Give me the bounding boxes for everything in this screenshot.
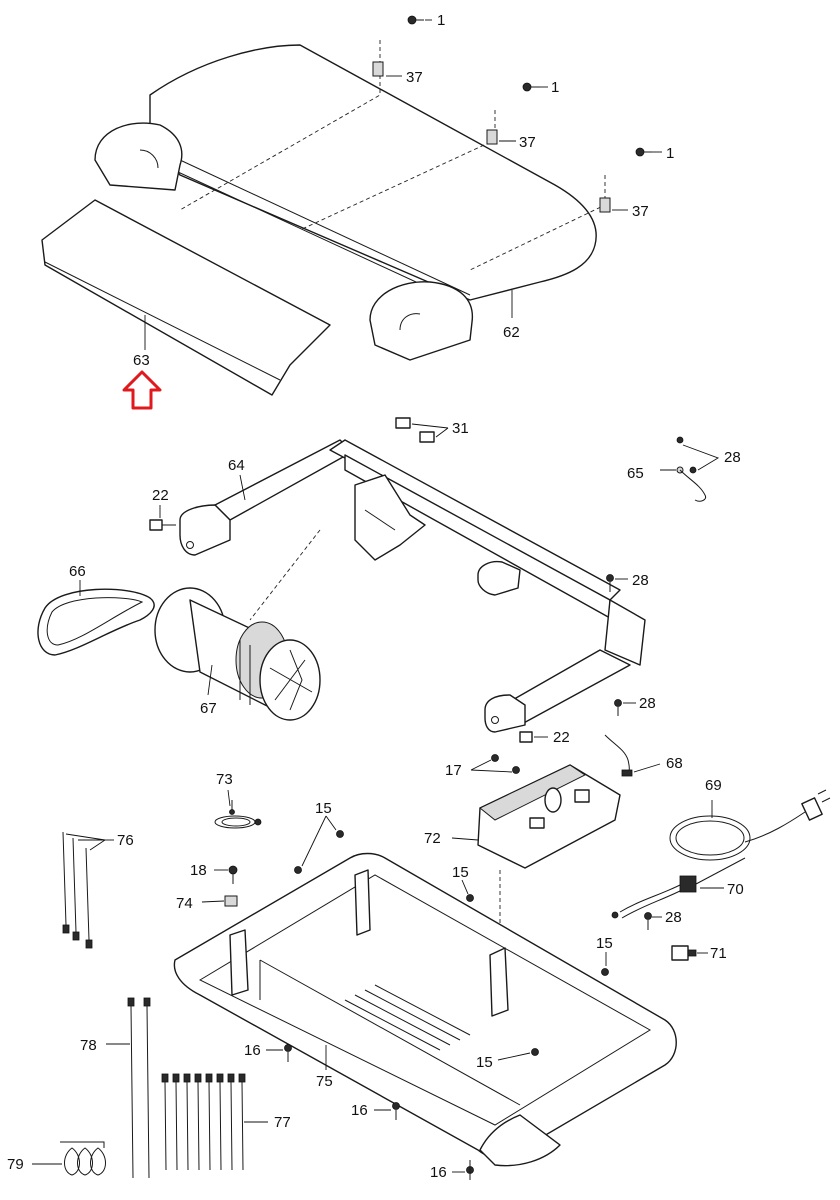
circuit-breaker-71 xyxy=(671,945,708,961)
part-label-64: 64 xyxy=(228,457,245,474)
part-label-74: 74 xyxy=(176,895,193,912)
screw-15-top xyxy=(294,815,344,874)
part-label-70: 70 xyxy=(727,881,744,898)
part-label-17: 17 xyxy=(445,762,462,779)
screw-15-board xyxy=(461,879,474,902)
part-label-1: 1 xyxy=(551,79,559,96)
reed-switch-68 xyxy=(604,734,661,777)
part-label-37: 37 xyxy=(632,203,649,220)
part-label-73: 73 xyxy=(216,771,233,788)
part-label-67: 67 xyxy=(200,700,217,717)
part-label-15: 15 xyxy=(315,800,332,817)
upright-frame-64 xyxy=(179,439,646,733)
bolt-22-left xyxy=(149,505,176,531)
screw-16-bottom xyxy=(452,1160,474,1180)
part-label-15: 15 xyxy=(596,935,613,952)
part-label-22: 22 xyxy=(553,729,570,746)
part-label-18: 18 xyxy=(190,862,207,879)
part-label-28: 28 xyxy=(665,909,682,926)
bolt-22-right xyxy=(519,731,548,743)
part-label-15: 15 xyxy=(452,864,469,881)
screw-1-top xyxy=(407,15,432,25)
part-label-72: 72 xyxy=(424,830,441,847)
base-shroud-75 xyxy=(173,852,677,1167)
screw-1-mid xyxy=(522,82,548,92)
screw-16-mid xyxy=(374,1102,400,1120)
part-label-22: 22 xyxy=(152,487,169,504)
screw-1-right xyxy=(635,147,662,157)
part-label-76: 76 xyxy=(117,832,134,849)
leader-67 xyxy=(207,664,213,696)
part-label-68: 68 xyxy=(666,755,683,772)
clip-37-top xyxy=(372,61,402,77)
part-label-79: 79 xyxy=(7,1156,24,1173)
front-plate-63 xyxy=(41,199,331,396)
part-label-62: 62 xyxy=(503,324,520,341)
screw-28-harness xyxy=(644,912,662,930)
ground-wire-65 xyxy=(660,436,720,502)
part-label-63: 63 xyxy=(133,352,150,369)
cable-ties-76 xyxy=(62,831,114,949)
red-up-arrow-icon xyxy=(122,370,162,410)
screw-18 xyxy=(214,865,238,884)
leader-64 xyxy=(239,474,246,501)
screw-15-inner xyxy=(497,1048,539,1061)
part-label-16: 16 xyxy=(244,1042,261,1059)
screws-17 xyxy=(470,754,520,774)
part-label-28: 28 xyxy=(724,449,741,466)
grommet-74 xyxy=(201,895,238,907)
screw-16-left xyxy=(266,1044,292,1062)
part-label-1: 1 xyxy=(437,12,445,29)
part-label-69: 69 xyxy=(705,777,722,794)
part-label-31: 31 xyxy=(452,420,469,437)
part-label-37: 37 xyxy=(406,69,423,86)
sensor-cable-73 xyxy=(214,800,262,829)
cable-ties-77 xyxy=(161,1073,268,1171)
clip-37-mid xyxy=(486,129,516,145)
part-label-15: 15 xyxy=(476,1054,493,1071)
drive-belt-66 xyxy=(37,588,155,656)
part-label-16: 16 xyxy=(430,1164,447,1181)
leader-73 xyxy=(227,789,231,807)
clip-37-right xyxy=(599,197,628,213)
bolt-31-pair xyxy=(395,417,449,443)
part-number-labels: 1 37 1 37 1 37 62 63 31 28 65 64 22 66 6… xyxy=(7,12,744,1181)
long-cable-ties-78 xyxy=(106,997,151,1179)
drive-motor-67 xyxy=(154,587,321,721)
controller-board-72 xyxy=(451,764,621,1100)
part-label-66: 66 xyxy=(69,563,86,580)
screw-28-reed xyxy=(614,699,636,716)
power-cord-69 xyxy=(669,789,831,861)
part-label-75: 75 xyxy=(316,1073,333,1090)
screw-15-side xyxy=(601,952,609,976)
part-label-77: 77 xyxy=(274,1114,291,1131)
part-label-16: 16 xyxy=(351,1102,368,1119)
wire-harness-70 xyxy=(611,857,746,919)
part-label-28: 28 xyxy=(639,695,656,712)
part-label-37: 37 xyxy=(519,134,536,151)
part-label-28: 28 xyxy=(632,572,649,589)
part-label-1: 1 xyxy=(666,145,674,162)
loop-ties-79 xyxy=(32,1141,106,1176)
part-label-71: 71 xyxy=(710,945,727,962)
part-label-78: 78 xyxy=(80,1037,97,1054)
part-label-65: 65 xyxy=(627,465,644,482)
screw-28-frame xyxy=(606,574,628,592)
